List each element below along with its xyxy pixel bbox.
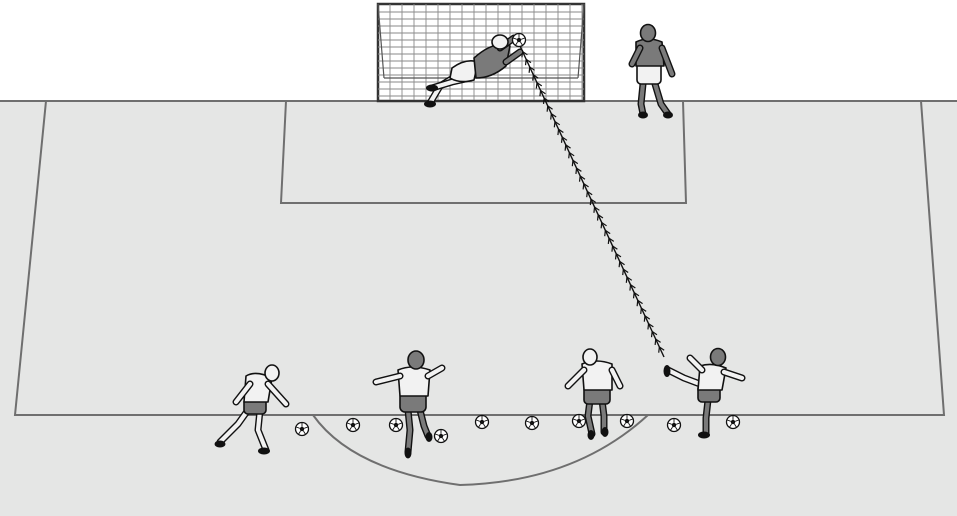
soccer-ball-icon xyxy=(296,423,309,436)
soccer-ball-icon xyxy=(513,34,526,47)
soccer-ball-icon xyxy=(621,415,634,428)
soccer-ball-icon xyxy=(573,415,586,428)
soccer-ball-icon xyxy=(727,416,740,429)
soccer-ball-icon xyxy=(668,419,681,432)
soccer-ball-icon xyxy=(435,430,448,443)
soccer-ball-icon xyxy=(390,419,403,432)
soccer-ball-icon xyxy=(526,417,539,430)
pitch-surface xyxy=(0,101,957,516)
soccer-ball-icon xyxy=(476,416,489,429)
soccer-ball-icon xyxy=(347,419,360,432)
